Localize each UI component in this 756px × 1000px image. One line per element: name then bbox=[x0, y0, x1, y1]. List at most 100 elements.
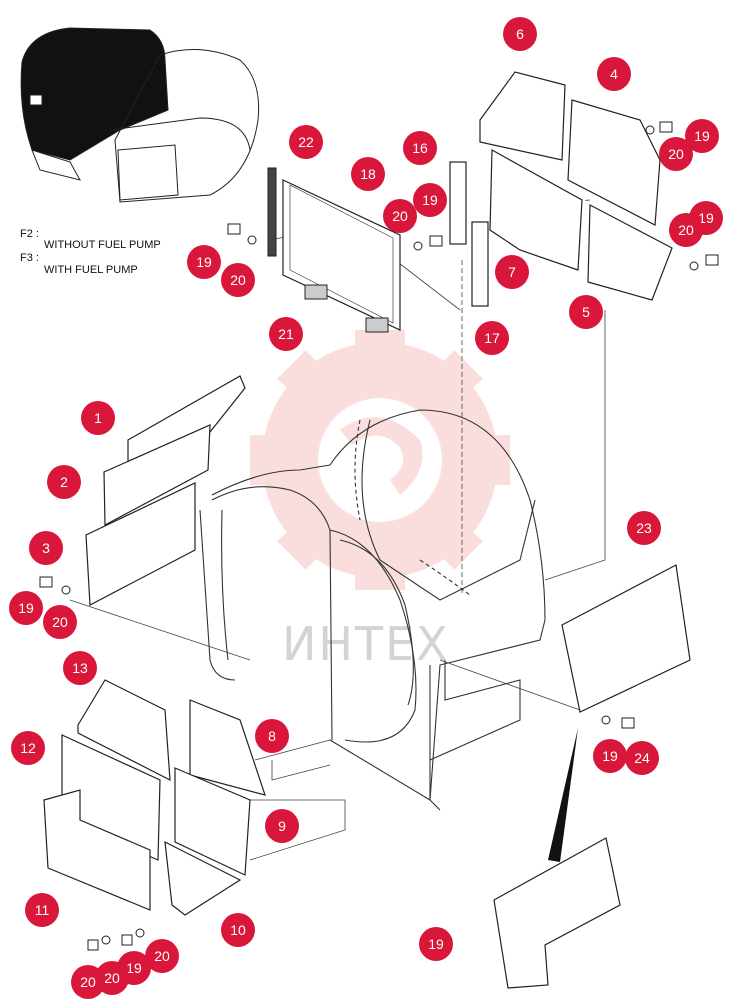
callout-23: 23 bbox=[627, 511, 661, 545]
callout-label: 19 bbox=[602, 748, 618, 764]
callout-16: 16 bbox=[403, 131, 437, 165]
washer-icon bbox=[645, 125, 655, 135]
callout-19: 19 bbox=[413, 183, 447, 217]
callout-8: 8 bbox=[255, 719, 289, 753]
callout-label: 18 bbox=[360, 166, 376, 182]
strip-22 bbox=[267, 167, 277, 257]
washer-icon bbox=[247, 235, 257, 245]
callout-circle bbox=[95, 961, 129, 995]
callout-21: 21 bbox=[269, 317, 303, 351]
callout-circle bbox=[269, 317, 303, 351]
panel-12 bbox=[61, 734, 161, 861]
callout-circle bbox=[413, 183, 447, 217]
callout-22: 22 bbox=[289, 125, 323, 159]
panel-10 bbox=[164, 840, 242, 916]
callout-label: 20 bbox=[678, 222, 694, 238]
watermark-gear-icon bbox=[250, 330, 510, 590]
callout-circle bbox=[503, 17, 537, 51]
callout-circle bbox=[625, 741, 659, 775]
block-21b bbox=[365, 317, 389, 333]
callout-10: 10 bbox=[221, 913, 255, 947]
callout-circle bbox=[685, 119, 719, 153]
block-21a bbox=[304, 284, 328, 300]
callout-circle bbox=[265, 809, 299, 843]
callout-20: 20 bbox=[145, 939, 179, 973]
washer-icon bbox=[689, 261, 699, 271]
bolt-icon bbox=[87, 939, 99, 951]
callout-label: 21 bbox=[278, 326, 294, 342]
callout-20: 20 bbox=[221, 263, 255, 297]
panel-23 bbox=[561, 564, 691, 713]
callout-circle bbox=[9, 591, 43, 625]
note-f3-text: WITH FUEL PUMP bbox=[44, 264, 138, 276]
callout-6: 6 bbox=[503, 17, 537, 51]
callout-3: 3 bbox=[29, 531, 63, 565]
callout-circle bbox=[47, 465, 81, 499]
panel-6 bbox=[479, 71, 566, 161]
washer-icon bbox=[135, 928, 145, 938]
callout-circle bbox=[419, 927, 453, 961]
panel-4 bbox=[567, 99, 661, 226]
callout-label: 4 bbox=[610, 66, 618, 82]
callout-label: 17 bbox=[484, 330, 500, 346]
callout-circle bbox=[597, 57, 631, 91]
callout-label: 7 bbox=[508, 264, 516, 280]
callout-19: 19 bbox=[685, 119, 719, 153]
callout-label: 22 bbox=[298, 134, 314, 150]
callout-circle bbox=[289, 125, 323, 159]
callout-circle bbox=[29, 531, 63, 565]
bolt-icon bbox=[227, 223, 241, 235]
callout-label: 20 bbox=[80, 974, 96, 990]
callout-circle bbox=[627, 511, 661, 545]
callout-circle bbox=[351, 157, 385, 191]
callout-label: 1 bbox=[94, 410, 102, 426]
callout-circle bbox=[81, 401, 115, 435]
callout-label: 20 bbox=[668, 146, 684, 162]
washer-icon bbox=[601, 715, 611, 725]
panel-7 bbox=[489, 148, 583, 271]
panel-8 bbox=[189, 699, 266, 796]
callout-label: 6 bbox=[516, 26, 524, 42]
callout-circle bbox=[43, 605, 77, 639]
bolt-icon bbox=[705, 254, 719, 266]
panel-13 bbox=[77, 679, 171, 782]
callout-circle bbox=[383, 199, 417, 233]
callout-label: 12 bbox=[20, 740, 36, 756]
callout-24: 24 bbox=[625, 741, 659, 775]
callout-13: 13 bbox=[63, 651, 97, 685]
callout-1: 1 bbox=[81, 401, 115, 435]
watermark-text: ИНТЕХ bbox=[282, 617, 450, 671]
cab-frame bbox=[199, 409, 546, 811]
callout-label: 19 bbox=[428, 936, 444, 952]
callout-label: 20 bbox=[230, 272, 246, 288]
callout-label: 23 bbox=[636, 520, 652, 536]
callout-label: 19 bbox=[698, 210, 714, 226]
washer-icon bbox=[413, 241, 423, 251]
callout-label: 19 bbox=[126, 960, 142, 976]
callout-label: 20 bbox=[104, 970, 120, 986]
cab-thumbnail bbox=[20, 27, 260, 203]
panel-3 bbox=[85, 482, 196, 606]
bolt-icon bbox=[121, 934, 133, 946]
callout-9: 9 bbox=[265, 809, 299, 843]
washer-icon bbox=[101, 935, 111, 945]
callout-circle bbox=[25, 893, 59, 927]
callout-circle bbox=[475, 321, 509, 355]
callout-7: 7 bbox=[495, 255, 529, 289]
notes: F2 : WITHOUT FUEL PUMP F3 : WITH FUEL PU… bbox=[20, 228, 161, 276]
callout-label: 20 bbox=[154, 948, 170, 964]
bolt-icon bbox=[659, 121, 673, 133]
callout-11: 11 bbox=[25, 893, 59, 927]
panel-24 bbox=[493, 837, 621, 989]
callout-12: 12 bbox=[11, 731, 45, 765]
callout-circle bbox=[593, 739, 627, 773]
callout-circle bbox=[669, 213, 703, 247]
callout-19: 19 bbox=[593, 739, 627, 773]
callout-19: 19 bbox=[419, 927, 453, 961]
callout-circle bbox=[221, 263, 255, 297]
panel-11 bbox=[43, 789, 151, 911]
callout-4: 4 bbox=[597, 57, 631, 91]
callout-2: 2 bbox=[47, 465, 81, 499]
panel-5 bbox=[587, 204, 673, 301]
